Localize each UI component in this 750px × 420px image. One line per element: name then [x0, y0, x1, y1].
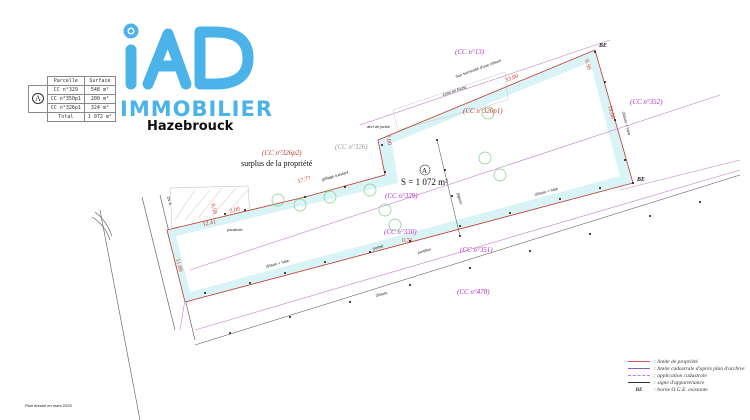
note-haie-3: clôture + haie — [621, 111, 632, 136]
dim-short: 3.00 — [229, 206, 241, 215]
footnote: Plan dressé en mars 2025 — [25, 403, 72, 408]
dim-mid: 17.77 — [297, 176, 312, 185]
lot-marker: A — [422, 167, 427, 175]
total-value: 1 072 m² — [83, 112, 116, 122]
dim-top: 33.00 — [505, 74, 520, 84]
note-road: Dv 4 — [166, 196, 173, 206]
note-cloture: clôture — [375, 290, 389, 298]
note-pignon: pignon — [456, 192, 464, 205]
note-parabole: parabole — [227, 227, 243, 232]
cadastre-lines — [179, 39, 741, 331]
parcel-cc478: (CC n°478) — [457, 288, 490, 296]
iad-logo — [123, 23, 254, 90]
header-parcelle: Parcelle — [46, 76, 85, 86]
legend-item: : application cadastrale — [628, 372, 745, 379]
note-haie-1: clôture + haie — [265, 258, 290, 269]
note-abri: abri de jardin — [367, 124, 390, 129]
note-portail: portail — [372, 243, 384, 251]
friche-zone — [392, 71, 509, 131]
legend-item: : limite cadastrale d'après plan d'archi… — [628, 365, 745, 372]
parcel-cc330: (CC n°330) — [384, 228, 417, 236]
dim-right: 19.00 — [606, 105, 615, 120]
row-surface: 548 m² — [83, 85, 116, 95]
legend-text: : application cadastrale — [654, 372, 707, 379]
legend-item: : signe d'appartenance — [628, 379, 745, 386]
parcel-cc326p2: (CC n°326p2) — [262, 149, 302, 157]
trees — [271, 106, 507, 232]
parcel-cc13: (CC n°13) — [455, 48, 485, 56]
total-label: Total — [46, 112, 85, 122]
property-boundary — [166, 49, 634, 303]
row-parcel: CC n°350p1 — [46, 94, 85, 104]
legend-swatch — [628, 375, 650, 376]
legend-swatch — [628, 382, 650, 383]
parcel-cc329: (CC n°329) — [385, 192, 418, 200]
note-wall: mur surmonté d'une clôture — [455, 57, 503, 79]
dim-left: 11.00 — [174, 258, 183, 272]
brand-name: IMMOBILIER — [120, 97, 273, 121]
row-surface: 200 m² — [83, 94, 116, 104]
dim-left-top: 12.41 — [202, 219, 216, 228]
legend-text: : limite cadastrale d'après plan d'archi… — [654, 365, 745, 372]
parcel-cc351: (CC n°351) — [460, 246, 493, 254]
brand-city: Hazebrouck — [147, 119, 234, 134]
dim-notch: 0.50 — [209, 203, 217, 215]
boundary-markers — [204, 51, 701, 334]
note-haie-2: clôture + haie — [534, 186, 559, 197]
legend-symbol: BE — [635, 386, 643, 393]
legend-swatch — [628, 368, 650, 369]
row-parcel: CC n°329 — [46, 85, 85, 95]
parcel-cc352: (CC n°352) — [630, 98, 663, 106]
parcel-cc326p1: (CC n°326p1) — [463, 107, 503, 115]
dim-step: 7.00 — [384, 134, 392, 146]
note-grillage: grillage existant — [321, 169, 350, 182]
legend-item: : limite de propriété — [628, 358, 745, 365]
surface-label: S = 1 072 m² — [401, 177, 448, 187]
division-line — [436, 139, 461, 237]
surplus-label: surplus de la propriété — [241, 159, 313, 168]
header-surface: Surface — [83, 76, 116, 86]
be-marker-top: BE — [598, 43, 607, 49]
legend-item: BE : borne O.G.E. existante — [628, 386, 745, 393]
lot-marker-circle — [419, 164, 431, 176]
legend: : limite de propriété : limite cadastral… — [628, 358, 745, 393]
legend-text: : borne O.G.E. existante — [654, 386, 708, 393]
note-portillon: portillon — [417, 247, 432, 255]
legend-swatch — [628, 361, 650, 362]
legend-text: : limite de propriété — [654, 358, 698, 365]
fence-line — [194, 174, 741, 346]
note-friche: zone en friche — [442, 84, 468, 97]
row-surface: 324 m² — [83, 103, 116, 113]
lot-marker-table: A — [32, 93, 44, 104]
legend-text: : signe d'appartenance — [654, 379, 705, 386]
dim-corner: 0.90 — [583, 59, 592, 71]
parcel-cc326: (CC n°326) — [335, 143, 368, 151]
row-parcel: CC n°326p1 — [46, 103, 85, 113]
dim-bottom: 0.71 — [402, 238, 413, 244]
be-marker-bottom: BE — [636, 177, 645, 183]
